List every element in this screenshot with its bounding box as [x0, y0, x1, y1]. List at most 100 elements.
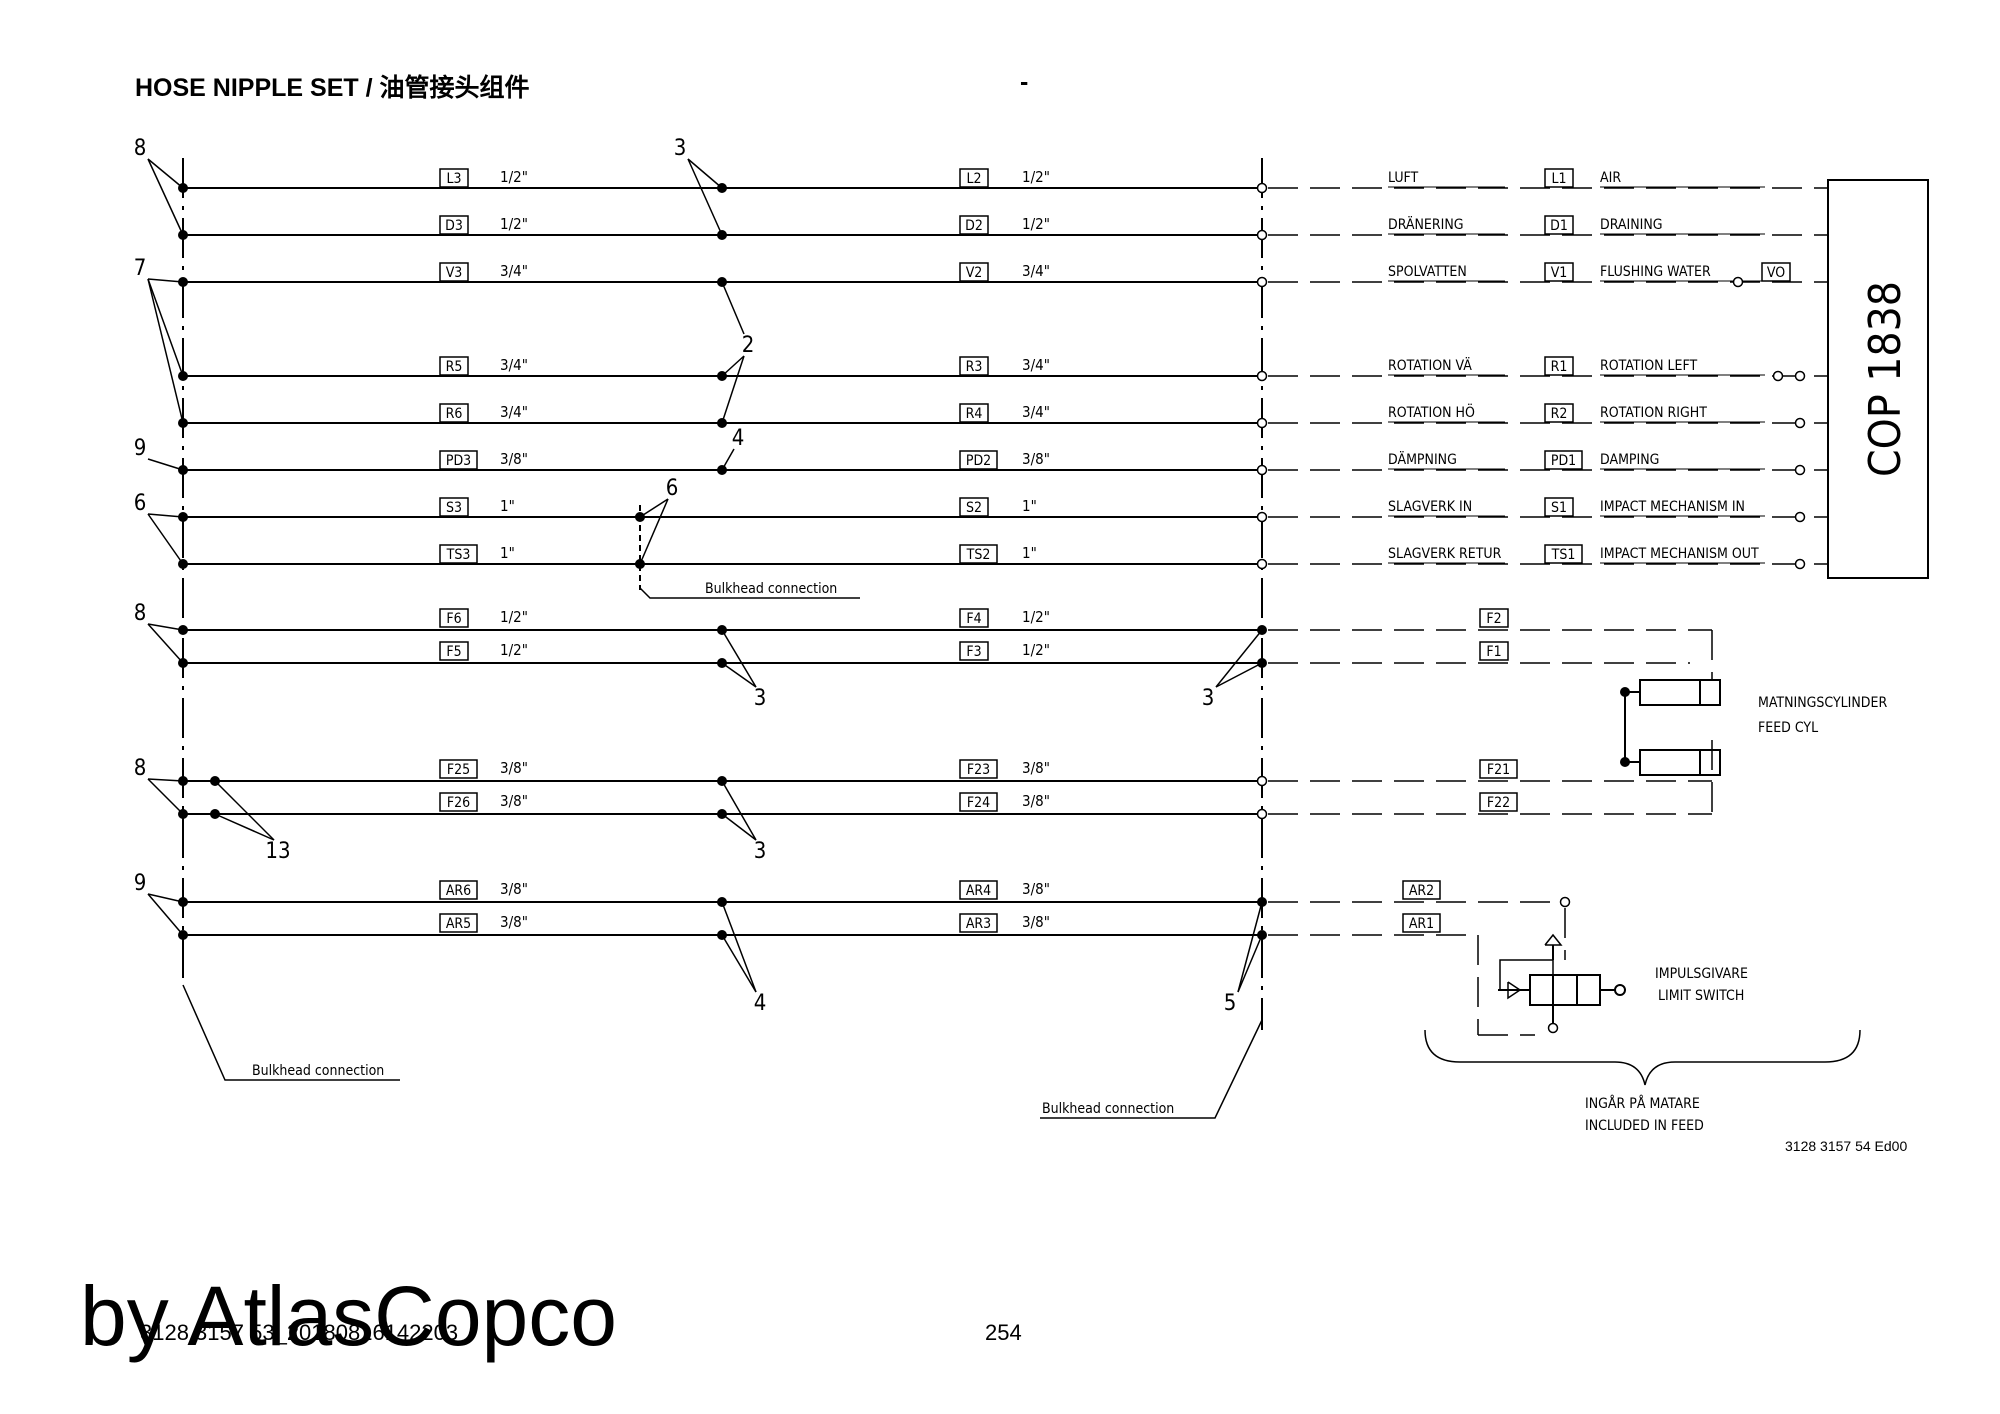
label-swedish: SPOLVATTEN: [1388, 264, 1467, 280]
open-connector: [1256, 464, 1268, 476]
label-english: ROTATION LEFT: [1600, 358, 1697, 374]
feed-size-b: 3/8": [1022, 792, 1050, 810]
callout-number: 13: [265, 839, 290, 864]
feed-size-a: 3/8": [500, 913, 528, 931]
feed-tag-a: F5: [446, 644, 461, 660]
callout-number: 3: [1202, 686, 1215, 711]
hose-tag-b-box: [959, 497, 989, 517]
feed-tag-c-box: [1479, 641, 1509, 661]
callout-leader: [721, 355, 745, 377]
callout-leader: [721, 355, 745, 424]
hose-tag-b: PD2: [966, 453, 991, 469]
hose-tag-b: D2: [965, 218, 983, 234]
end-ring: [1794, 417, 1806, 429]
feed-tag-c: F21: [1487, 762, 1510, 778]
feed-tag-a: F26: [447, 795, 470, 811]
callout-number: 3: [674, 136, 687, 161]
hose-size-a: 1": [500, 497, 515, 515]
label-english: ROTATION RIGHT: [1600, 405, 1707, 421]
hose-tag-c-box: [1544, 544, 1583, 564]
feed-size-a: 1/2": [500, 608, 528, 626]
hose-size-b: 3/4": [1022, 403, 1050, 421]
limit-switch-valve: [1529, 974, 1601, 1006]
feed-tag-c-box: [1479, 792, 1518, 812]
hose-tag-a-box: [439, 262, 469, 282]
label-swedish: SLAGVERK IN: [1388, 499, 1472, 515]
callout-leader: [1215, 662, 1263, 688]
bulkhead-label: Bulkhead connection: [1042, 1101, 1174, 1117]
feed-tag-a: AR6: [446, 883, 471, 899]
callout-number: 5: [1224, 991, 1237, 1016]
feed-tag-b-box: [959, 759, 998, 779]
hose-tag-b: R4: [966, 406, 983, 422]
callout-leader: [721, 662, 757, 688]
hose-size-a: 1/2": [500, 168, 528, 186]
hose-tag-b-box: [959, 403, 989, 423]
label-english: DAMPING: [1600, 452, 1659, 468]
machine-block: [1827, 179, 1929, 579]
callout-number: 8: [134, 601, 147, 626]
feed-cylinder: [1639, 679, 1721, 706]
callout-leader: [147, 778, 184, 782]
callout-leader: [1215, 629, 1263, 688]
end-ring: [1732, 276, 1744, 288]
feed-tag-a-box: [439, 913, 478, 933]
bulkhead-label: Bulkhead connection: [705, 581, 837, 597]
feed-tag-c-box: [1479, 759, 1518, 779]
feed-tag-a-box: [439, 880, 478, 900]
callout-leader: [147, 278, 184, 424]
hose-size-a: 3/4": [500, 403, 528, 421]
hose-tag-c: S1: [1551, 500, 1567, 516]
callout-number: 8: [134, 756, 147, 781]
hose-tag-a: V3: [446, 265, 463, 281]
vo-tag: VO: [1767, 265, 1785, 281]
callout-leader: [721, 780, 757, 841]
hose-tag-a-box: [439, 356, 469, 376]
callout-leader: [147, 623, 184, 631]
hose-tag-c-box: [1544, 356, 1574, 376]
bulkhead-leader: [1040, 1019, 1263, 1119]
hose-tag-b: S2: [966, 500, 982, 516]
callout-leader: [147, 158, 184, 236]
hose-size-b: 3/4": [1022, 356, 1050, 374]
feed-size-a: 3/8": [500, 759, 528, 777]
end-ring: [1559, 896, 1571, 908]
hose-tag-c: D1: [1550, 218, 1568, 234]
hose-tag-a-box: [439, 403, 469, 423]
hose-tag-b-box: [959, 262, 989, 282]
hose-tag-c: L1: [1551, 171, 1566, 187]
hose-tag-b-box: [959, 450, 998, 470]
hose-tag-b-box: [959, 168, 989, 188]
end-ring: [1772, 370, 1784, 382]
feed-tag-b: F23: [967, 762, 990, 778]
callout-number: 2: [742, 333, 755, 358]
label-swedish: ROTATION VÄ: [1388, 356, 1472, 374]
feed-tag-b-box: [959, 913, 998, 933]
feed-tag-b-box: [959, 608, 989, 628]
hose-size-b: 1": [1022, 497, 1037, 515]
callout-leader: [721, 813, 757, 841]
hose-tag-c-box: [1544, 497, 1574, 517]
feed-tag-c: F1: [1486, 644, 1501, 660]
end-ring: [1794, 558, 1806, 570]
hose-tag-a: R5: [446, 359, 463, 375]
hose-size-b: 1": [1022, 544, 1037, 562]
hose-tag-a: TS3: [446, 547, 471, 563]
callout-leader: [147, 278, 184, 283]
valve-actuator-head: [1507, 981, 1522, 1000]
drawing-number: 3128 3157 54 Ed00: [1785, 1138, 1908, 1154]
callout-leader: [687, 158, 723, 236]
feed-tag-c: F22: [1487, 795, 1510, 811]
feed-tag-b-box: [959, 641, 989, 661]
label-swedish: ROTATION HÖ: [1388, 403, 1475, 421]
callout-number: 7: [134, 256, 147, 281]
feed-tag-c-box: [1479, 608, 1509, 628]
feed-size-a: 1/2": [500, 641, 528, 659]
exhaust-symbol: [1544, 933, 1563, 946]
hose-size-b: 1/2": [1022, 168, 1050, 186]
label-english: IMPACT MECHANISM OUT: [1600, 546, 1759, 562]
callout-leader: [147, 513, 184, 518]
end-ring: [1794, 464, 1806, 476]
